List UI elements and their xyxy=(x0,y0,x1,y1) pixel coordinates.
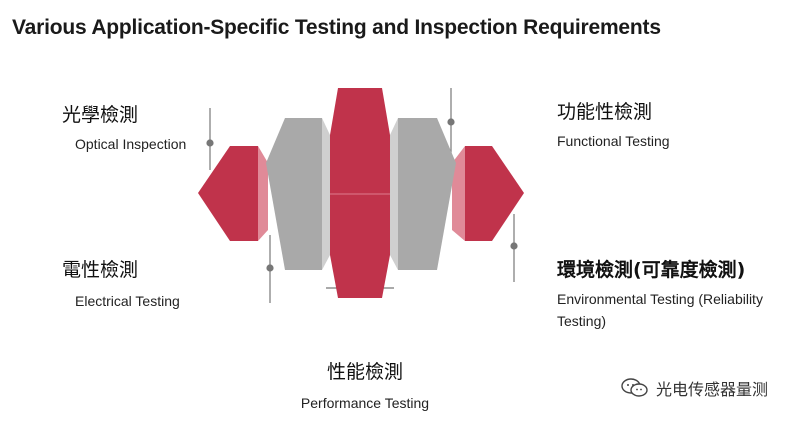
label-optical-en: Optical Inspection xyxy=(75,136,187,152)
label-environmental-zh: 環境檢測(可靠度檢測) xyxy=(557,259,746,281)
watermark: 光电传感器量测 xyxy=(620,376,768,400)
page-title: Various Application-Specific Testing and… xyxy=(12,16,661,39)
label-electrical: 電性檢測 Electrical Testing xyxy=(62,255,180,312)
left-gray-block xyxy=(266,118,330,270)
right-gray-block xyxy=(390,118,456,270)
connector-dot-functional xyxy=(447,118,455,126)
label-functional: 功能性檢測 Functional Testing xyxy=(557,97,670,152)
label-environmental: 環境檢測(可靠度檢測) Environmental Testing (Relia… xyxy=(557,255,793,332)
label-electrical-zh: 電性檢測 xyxy=(62,259,139,281)
left-red-block xyxy=(198,146,268,241)
label-electrical-en: Electrical Testing xyxy=(75,293,180,309)
wechat-icon xyxy=(621,378,648,397)
connector-dot-optical xyxy=(206,139,214,147)
label-optical: 光學檢測 Optical Inspection xyxy=(62,100,186,155)
center-red-block xyxy=(330,88,390,298)
label-functional-en: Functional Testing xyxy=(557,133,670,149)
right-red-block xyxy=(452,146,524,241)
connector-dot-environmental xyxy=(510,242,518,250)
label-performance-en: Performance Testing xyxy=(300,395,430,411)
label-optical-zh: 光學檢測 xyxy=(62,104,139,126)
connector-dot-electrical xyxy=(266,264,274,272)
label-performance: 性能檢測 Performance Testing xyxy=(290,357,440,414)
label-functional-zh: 功能性檢測 xyxy=(557,101,653,123)
label-performance-zh: 性能檢測 xyxy=(326,361,403,383)
label-environmental-en: Environmental Testing (Reliability Testi… xyxy=(557,291,763,329)
watermark-text: 光电传感器量测 xyxy=(655,380,768,399)
